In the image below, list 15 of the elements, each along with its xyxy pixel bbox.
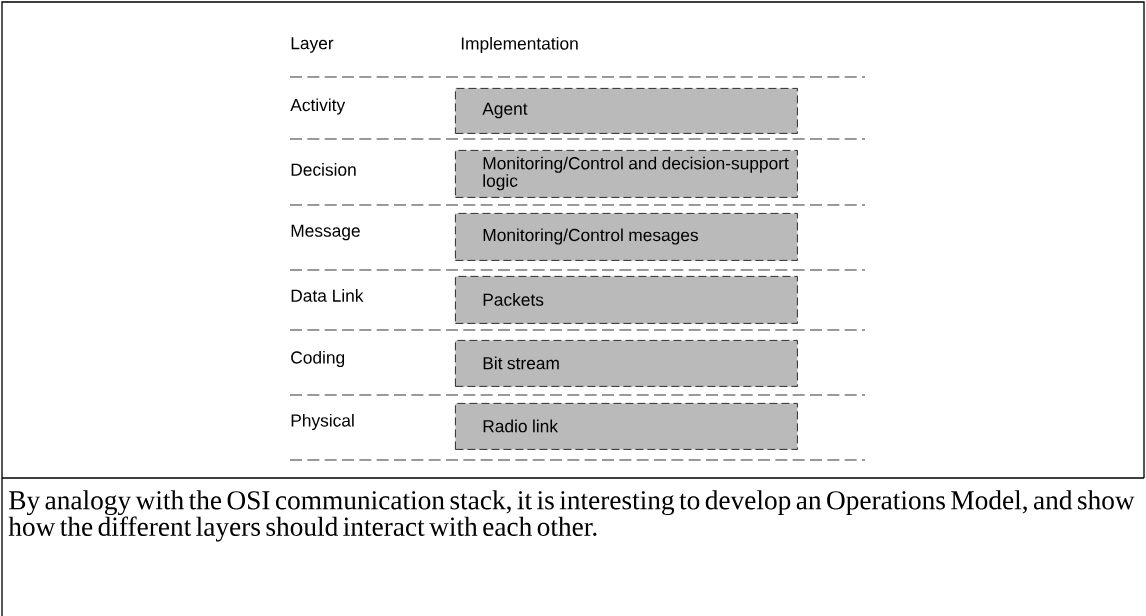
layer-label: Message [291,224,360,241]
layer-label: Physical [291,413,354,431]
layer-label: Activity [290,98,346,115]
column-header: Implementation [461,36,578,54]
implementation-box: Monitoring/Control mesages [455,213,798,261]
implementation-box: Radio link [455,403,798,450]
caption: By analogy with the OSI communication stack, it is interesting to develop an Operations Model, and show how the different layers should interact with each other. [8,490,1135,542]
column-header: Layer [291,37,334,53]
layer-label: Coding [291,350,345,368]
implementation-box: Agent [455,88,798,134]
implementation-box: Packets [455,276,798,324]
layer-label: Decision [291,163,356,176]
implementation-box: Bit stream [455,340,798,387]
implementation-box: Monitoring/Control and decision-support logic [455,150,798,198]
layer-label: Data Link [291,289,364,302]
